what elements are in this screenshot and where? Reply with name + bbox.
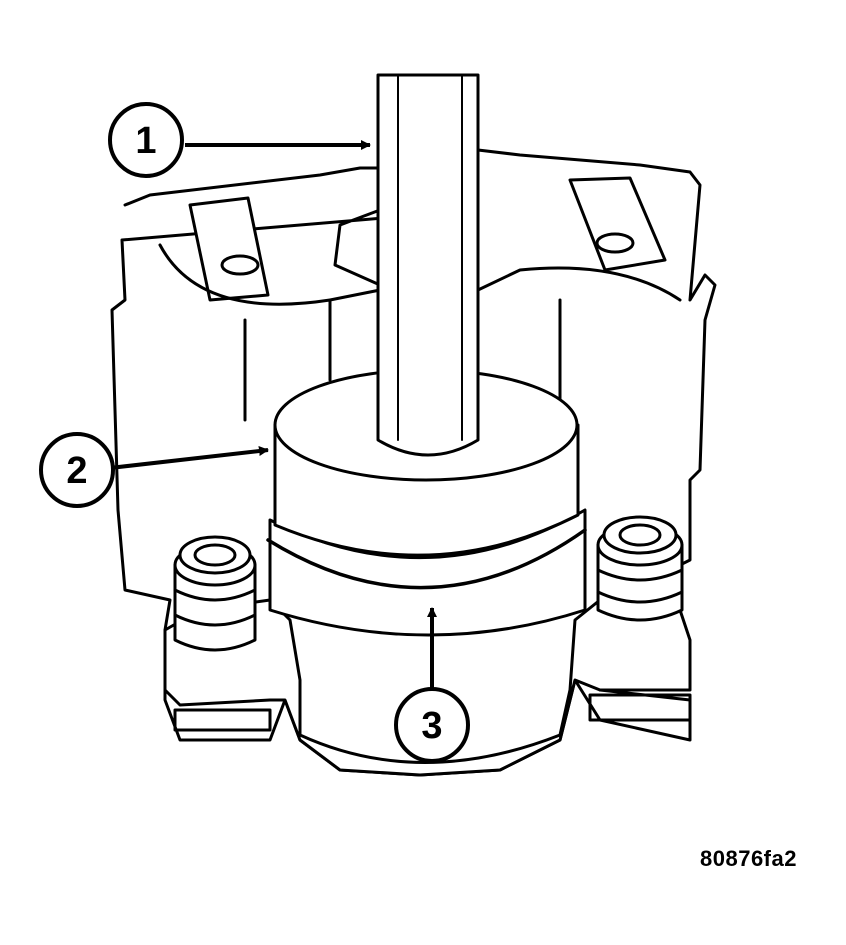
callout-2-label: 2 [66, 450, 87, 492]
callout-3: 3 [394, 607, 470, 763]
piston-bore [268, 508, 587, 637]
right-guide-pin [596, 515, 684, 622]
callout-3-label: 3 [421, 705, 442, 747]
figure-id-label: 80876fa2 [700, 846, 797, 871]
callout-2: 2 [39, 432, 269, 508]
right-mounting-ear [568, 176, 667, 272]
callout-1: 1 [108, 102, 371, 178]
piston-seal [266, 528, 587, 590]
callout-1-label: 1 [135, 120, 156, 162]
left-guide-pin [173, 535, 257, 652]
left-ear-hole [220, 254, 260, 276]
driver-handle [376, 73, 480, 457]
right-ear-hole [595, 232, 635, 254]
caliper-bridge [158, 243, 682, 306]
